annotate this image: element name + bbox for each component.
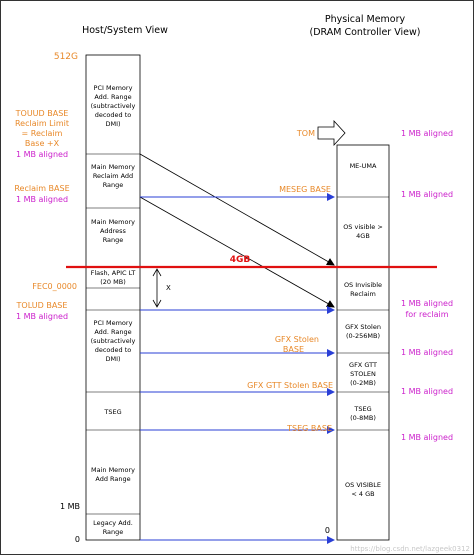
tom-aligned-note: 1 MB aligned [401,129,453,138]
dram-zero-label: 0 [325,526,330,535]
tseg-label: TSEG BASE [286,424,332,433]
x-size-indicator: X [152,268,171,308]
x-label: X [166,284,171,292]
reclaim-aligned-note-1: 1 MB aligned [401,299,453,308]
dram-os-visible-low-1: OS VISIBLE [345,481,381,489]
host-main-low-1: Main Memory [91,466,135,474]
dram-gfx-gtt-3: (0-2MB) [350,379,376,387]
physical-memory-header: Physical Memory [325,14,406,25]
dram-gfx-gtt-1: GFX GTT [349,361,377,369]
touud-label-4: Base +X [25,139,60,148]
host-main-address-1: Main Memory [91,218,135,226]
reclaim-base-label: Reclaim BASE [14,184,69,193]
host-pci-lower-3: (subtractively [91,337,136,345]
watermark: https://blog.csdn.net/lazgeek0312 [350,545,470,553]
host-pci-upper-2: Add. Range [94,93,131,101]
host-main-address-2: Address [100,227,126,235]
gfx-gtt-label: GFX GTT Stolen BASE [247,381,333,390]
host-main-reclaim-3: Range [103,181,124,189]
host-pci-upper-5: DMI) [105,120,120,128]
host-flash-2: (20 MB) [100,278,125,286]
dram-os-invisible-1: OS Invisible [344,281,382,289]
host-pci-upper-3: (subtractively [91,102,136,110]
one-mb-label: 1 MB [60,502,80,511]
dram-tseg-1: TSEG [353,405,371,413]
tom-label: TOM [296,129,315,138]
host-pci-upper-1: PCI Memory [94,84,133,92]
reclaim-bottom-arrow [139,196,335,308]
touud-label-3: = Reclaim [22,129,63,138]
fec0-label: FEC0_0000 [32,282,77,291]
tseg-aligned-note: 1 MB aligned [401,433,453,442]
tolud-base-label: TOLUD BASE [16,301,68,310]
host-tseg: TSEG [103,408,121,416]
host-flash-1: Flash, APIC LT [91,269,136,277]
dram-gfx-gtt-2: STOLEN [350,370,376,378]
host-pci-lower-5: DMI) [105,355,120,363]
dram-gfx-stolen-1: GFX Stolen [345,323,381,331]
gfx-aligned-note: 1 MB aligned [401,348,453,357]
dram-controller-header: (DRAM Controller View) [310,27,421,38]
zero-label: 0 [75,535,80,544]
top-512g-label: 512G [54,52,78,62]
host-pci-lower-2: Add. Range [94,328,131,336]
gfx-stolen-label-2: BASE [283,345,304,354]
dram-os-visible-low-2: < 4 GB [351,490,374,498]
dram-os-invisible-2: Reclaim [350,290,376,298]
host-main-reclaim-1: Main Memory [91,163,135,171]
gtt-aligned-note: 1 MB aligned [401,387,453,396]
dram-gfx-stolen-2: (0-256MB) [346,332,380,340]
reclaim-top-arrow [139,153,335,266]
touud-aligned: 1 MB aligned [16,150,68,159]
dram-os-visible-high-2: 4GB [356,232,370,240]
gfx-stolen-label-1: GFX Stolen [275,335,319,344]
four-gb-label: 4GB [230,255,251,265]
dram-tseg-2: (0-8MB) [350,414,376,422]
meseg-label: MESEG BASE [279,185,331,194]
host-pci-lower-4: decoded to [95,346,132,354]
host-main-reclaim-2: Reclaim Add [93,172,133,180]
host-main-low-2: Add Range [95,475,130,483]
host-pci-lower-1: PCI Memory [94,319,133,327]
host-main-address-3: Range [103,236,124,244]
meseg-aligned-note: 1 MB aligned [401,190,453,199]
dram-me-uma: ME-UMA [350,162,377,170]
host-view-header: Host/System View [82,25,168,36]
touud-label-1: TOUUD BASE [15,109,69,118]
reclaim-base-aligned: 1 MB aligned [16,195,68,204]
tom-arrow [317,119,346,147]
host-legacy-2: Range [103,528,124,536]
host-column [85,54,141,541]
tolud-base-aligned: 1 MB aligned [16,312,68,321]
dram-column [336,144,390,541]
touud-label-2: Reclaim Limit [15,119,69,128]
host-pci-upper-4: decoded to [95,111,132,119]
dram-os-visible-high-1: OS visible > [343,223,383,231]
reclaim-aligned-note-2: for reclaim [405,310,448,319]
host-legacy-1: Legacy Add. [93,519,133,527]
